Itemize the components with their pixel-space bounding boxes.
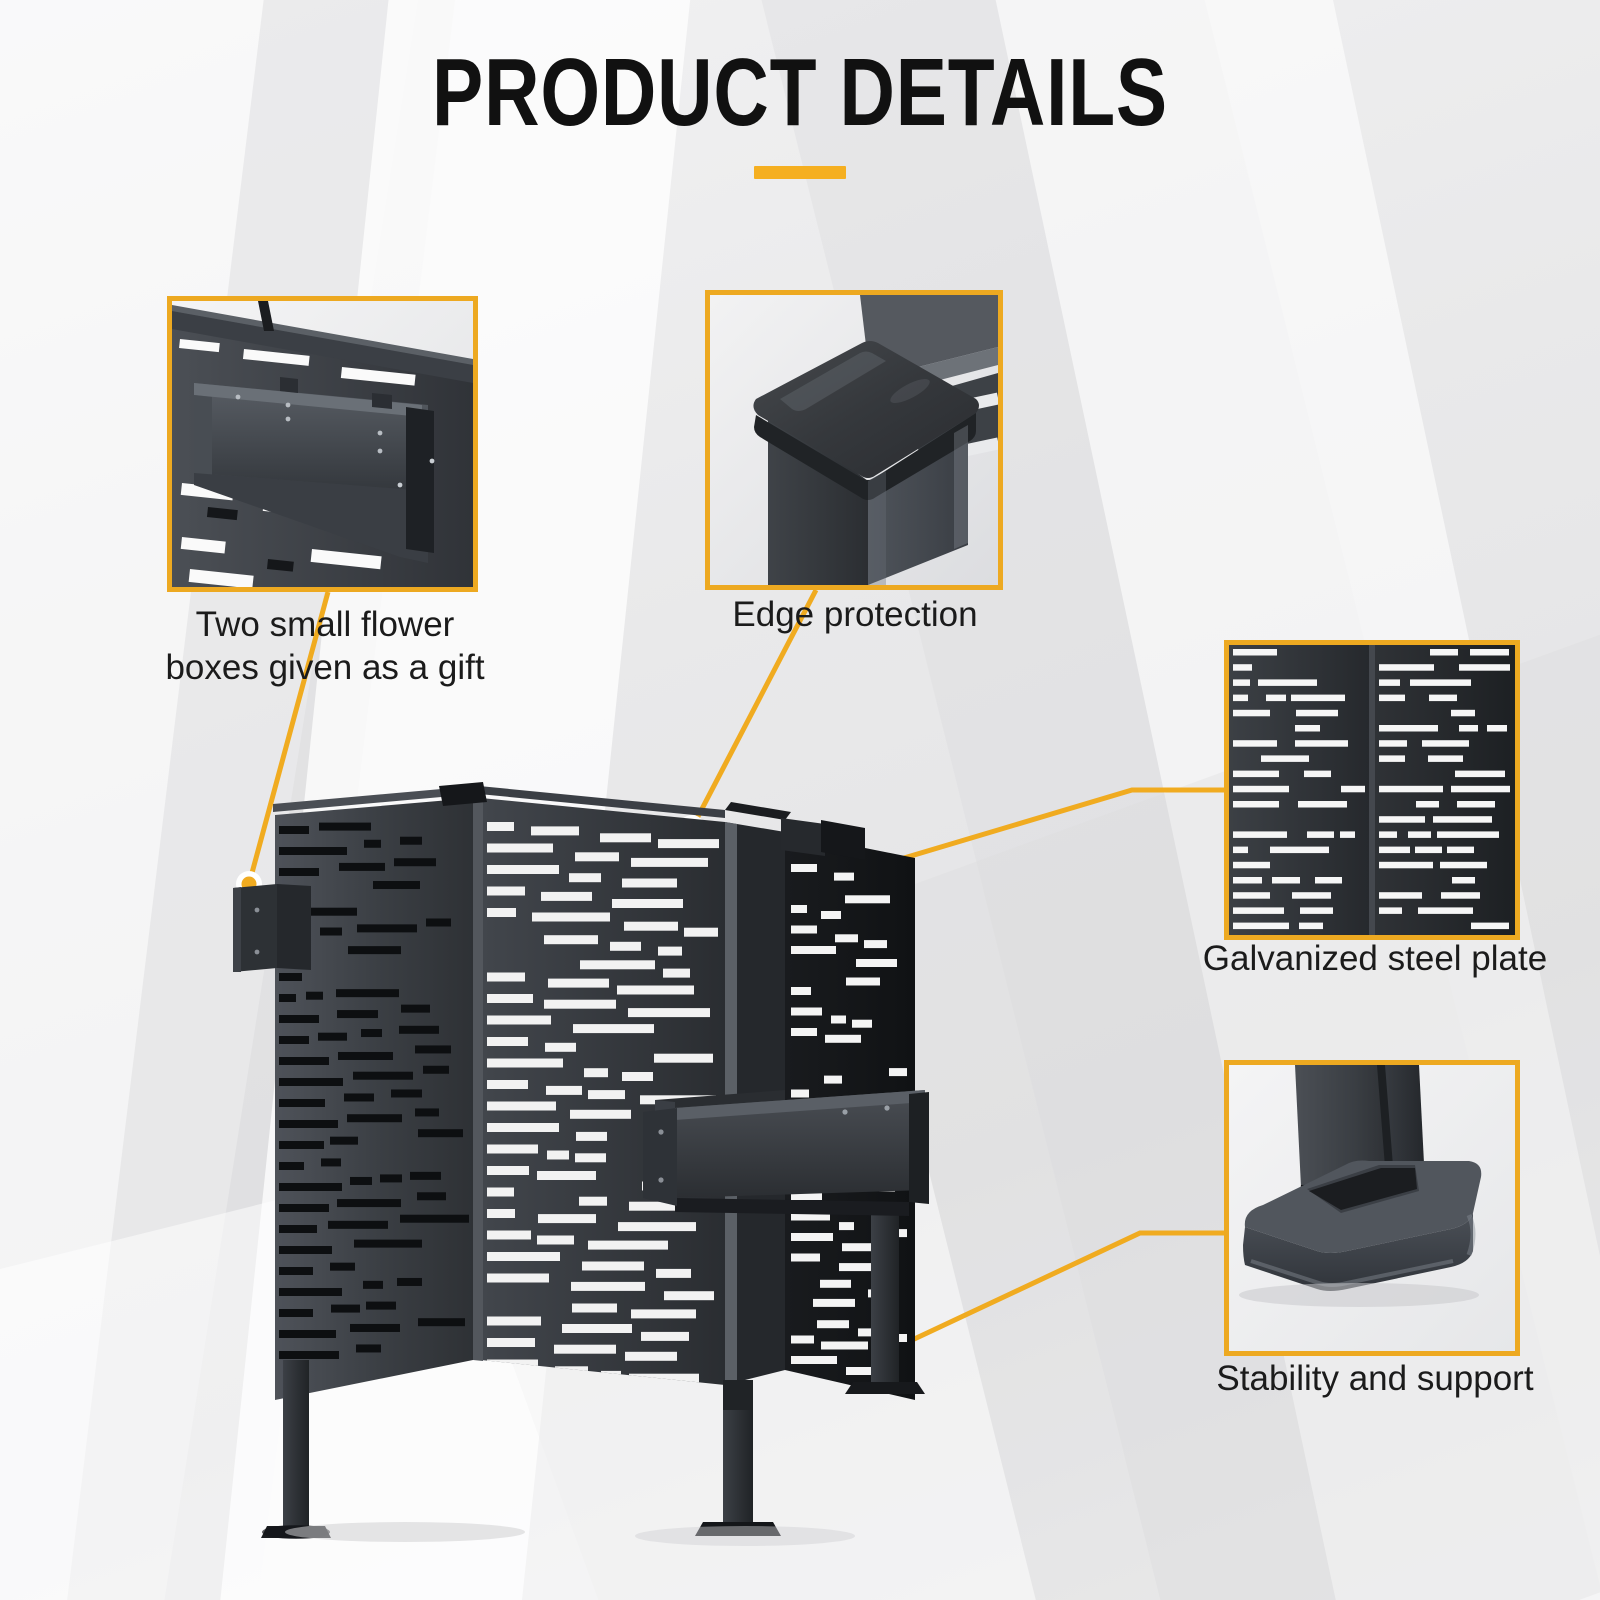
flower-box-closeup-art — [172, 301, 473, 587]
post-cap-closeup-art — [710, 295, 998, 585]
perforated-panel-art — [1229, 645, 1515, 935]
callout-galvanized-steel-plate[interactable] — [1224, 640, 1520, 940]
callout-edge-protection[interactable] — [705, 290, 1003, 590]
page-title: PRODUCT DETAILS — [432, 39, 1168, 146]
callout-galvanized-steel-plate-image — [1224, 640, 1520, 940]
callout-stability-and-support-caption: Stability and support — [1216, 1359, 1534, 1398]
callout-flower-boxes-caption: Two small flower boxes given as a gift — [165, 605, 485, 687]
title-underline-bar — [754, 166, 846, 179]
callout-stability-and-support-image — [1224, 1060, 1520, 1356]
callout-stability-and-support[interactable] — [1224, 1060, 1520, 1356]
post-base-plate-art — [1229, 1065, 1515, 1351]
callout-edge-protection-caption: Edge protection — [732, 595, 978, 634]
hero-product-image — [225, 760, 985, 1550]
callout-galvanized-steel-plate-caption: Galvanized steel plate — [1202, 939, 1548, 978]
callout-flower-boxes[interactable] — [167, 296, 478, 592]
callout-edge-protection-image — [705, 290, 1003, 590]
callout-flower-boxes-image — [167, 296, 478, 592]
